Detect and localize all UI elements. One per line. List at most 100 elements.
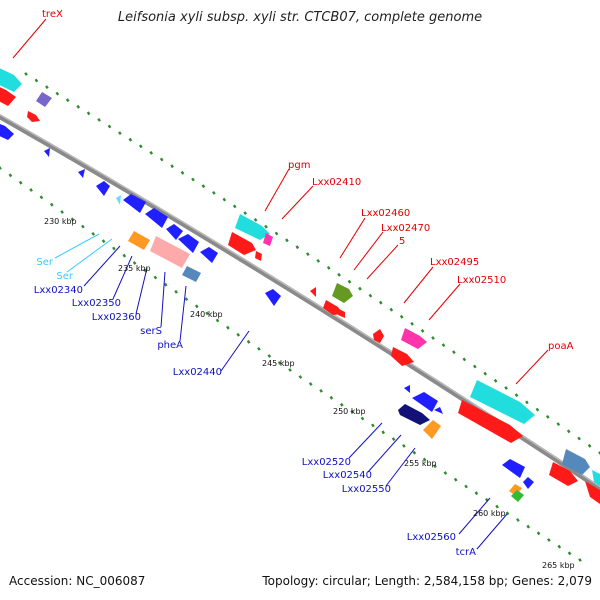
cds-feature[interactable] — [36, 92, 52, 107]
gene-label-poaA[interactable]: poaA — [548, 341, 574, 352]
cds-feature-Lxx02360[interactable] — [145, 208, 168, 228]
cds-feature-Lxx02470[interactable] — [338, 309, 345, 318]
gene-label-5[interactable]: 5 — [399, 236, 405, 247]
cds-feature[interactable] — [470, 380, 535, 424]
cds-feature[interactable] — [332, 283, 353, 303]
cds-feature-treX[interactable] — [0, 85, 16, 106]
scale-label: 260 kbp — [473, 509, 506, 518]
tick-mark — [55, 91, 60, 96]
tick-mark — [132, 261, 137, 265]
tick-mark — [159, 157, 164, 162]
tick-mark — [34, 78, 39, 83]
tick-mark — [65, 98, 70, 103]
cds-feature[interactable] — [182, 266, 201, 282]
tick-mark — [39, 195, 44, 200]
cds-feature-Lxx02540[interactable] — [398, 404, 430, 425]
cds-feature-treX-outer[interactable] — [0, 66, 22, 92]
cds-feature-Lxx02510[interactable] — [401, 328, 427, 349]
tick-mark — [288, 368, 292, 372]
gene-label-Lxx02540[interactable]: Lxx02540 — [323, 470, 372, 481]
cds-feature[interactable] — [434, 407, 443, 414]
cds-feature[interactable] — [166, 224, 183, 240]
gene-label-Lxx02560[interactable]: Lxx02560 — [407, 532, 456, 543]
cds-feature-poaA[interactable] — [458, 400, 523, 443]
tick-mark — [153, 275, 158, 280]
leader-line — [12, 18, 47, 59]
cds-feature[interactable] — [263, 233, 273, 246]
cds-feature-Lxx02350[interactable] — [123, 194, 146, 213]
trna-feature-Ser[interactable] — [116, 195, 121, 205]
gene-label-Lxx02470[interactable]: Lxx02470 — [381, 223, 430, 234]
cds-feature[interactable] — [549, 462, 578, 486]
tick-mark — [264, 224, 268, 229]
gene-label-pheA[interactable]: pheA — [157, 340, 183, 351]
gene-label-Lxx02460[interactable]: Lxx02460 — [361, 208, 410, 219]
gene-label-Lxx02550[interactable]: Lxx02550 — [342, 484, 391, 495]
tick-mark — [391, 437, 396, 442]
cds-feature[interactable] — [592, 470, 600, 486]
cds-feature[interactable] — [562, 449, 590, 475]
gene-label-Lxx02360[interactable]: Lxx02360 — [92, 312, 141, 323]
cds-feature[interactable] — [255, 251, 262, 261]
leader-line — [403, 266, 434, 304]
cds-feature[interactable] — [585, 481, 600, 504]
cds-feature-Lxx02560[interactable] — [502, 459, 525, 478]
leader-line — [83, 245, 121, 287]
cds-feature[interactable] — [509, 484, 522, 496]
cds-feature-Lxx02410[interactable] — [235, 214, 270, 240]
cds-feature[interactable] — [0, 122, 14, 140]
cds-feature-5[interactable] — [373, 329, 384, 343]
gene-label-Lxx02495[interactable]: Lxx02495 — [430, 257, 479, 268]
tick-mark — [243, 211, 248, 216]
cds-feature-Lxx02520[interactable] — [412, 392, 438, 412]
tick-mark — [253, 217, 258, 222]
scale-label: 235 kbp — [118, 264, 151, 273]
gene-label-Lxx02440[interactable]: Lxx02440 — [173, 367, 222, 378]
accession-text: Accession: NC_006087 — [9, 574, 146, 588]
cds-feature[interactable] — [27, 111, 40, 122]
trna-feature — [78, 169, 85, 178]
gene-label-treX[interactable]: treX — [42, 9, 63, 20]
cds-feature-Lxx02460[interactable] — [323, 300, 343, 315]
leader-line — [367, 434, 402, 473]
cds-feature-serS[interactable] — [150, 236, 190, 268]
gene-label-Lxx02520[interactable]: Lxx02520 — [302, 457, 351, 468]
cds-feature[interactable] — [128, 231, 150, 250]
cds-feature[interactable] — [523, 477, 534, 489]
gene-label-Lxx02410[interactable]: Lxx02410 — [312, 177, 361, 188]
tick-mark — [493, 378, 498, 383]
tick-mark — [101, 239, 106, 244]
gene-label-Lxx02350[interactable]: Lxx02350 — [72, 298, 121, 309]
tick-mark — [180, 170, 185, 175]
cds-feature-pheA[interactable] — [178, 234, 199, 253]
leader-line — [54, 233, 100, 259]
gene-label-Ser[interactable]: Ser — [56, 271, 74, 282]
cds-feature[interactable] — [310, 287, 316, 297]
tick-mark — [422, 457, 427, 462]
tick-mark — [474, 491, 479, 496]
gene-label-Lxx02510[interactable]: Lxx02510 — [457, 275, 506, 286]
cds-feature[interactable] — [200, 247, 218, 263]
tick-mark — [360, 416, 365, 421]
tick-mark — [246, 339, 251, 344]
gene-label-tcrA[interactable]: tcrA — [456, 547, 477, 558]
cds-feature-pgm[interactable] — [228, 232, 256, 255]
tick-mark — [545, 414, 550, 419]
tick-mark — [122, 253, 127, 258]
gene-label-Ser[interactable]: Ser — [36, 257, 54, 268]
tick-mark — [329, 395, 334, 400]
gene-label-serS[interactable]: serS — [140, 326, 162, 337]
tick-mark — [567, 551, 572, 556]
cds-feature-tcrA[interactable] — [511, 490, 524, 502]
cds-feature-Lxx02440[interactable] — [265, 289, 281, 306]
cds-feature-Lxx02495[interactable] — [391, 347, 414, 366]
forward-label-leaders — [12, 18, 549, 385]
tick-mark — [267, 354, 272, 358]
cds-feature-Lxx02550[interactable] — [423, 420, 441, 439]
tick-mark — [24, 72, 28, 76]
gene-label-pgm[interactable]: pgm — [288, 160, 310, 171]
tick-mark — [453, 477, 458, 482]
gene-label-Lxx02340[interactable]: Lxx02340 — [34, 285, 83, 296]
cds-feature-Lxx02340[interactable] — [96, 181, 110, 196]
